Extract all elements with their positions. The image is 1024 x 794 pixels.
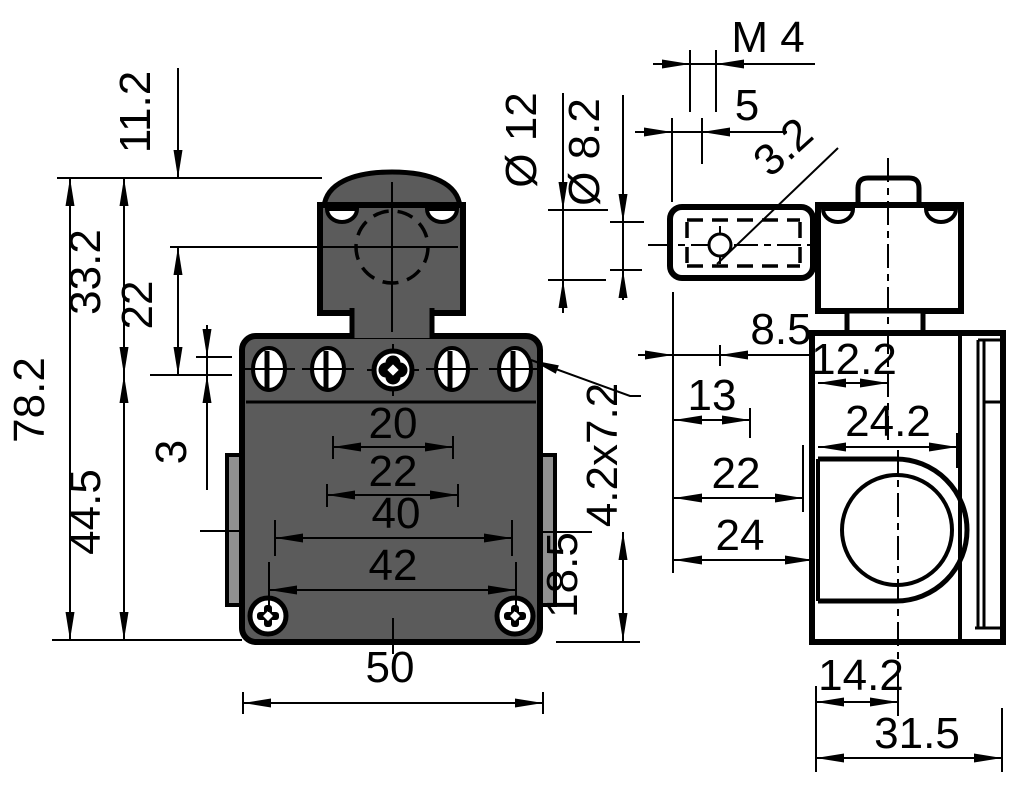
cable-boss	[818, 456, 970, 604]
slot-1	[243, 346, 295, 392]
head-cutout-left	[324, 207, 360, 224]
dim-label-22-vert: 22	[113, 281, 162, 330]
dim-label-12-2: 12.2	[811, 335, 897, 384]
dim-label-8-5: 8.5	[750, 305, 811, 354]
dim-label-40: 40	[372, 489, 421, 538]
dim-label-24: 24	[716, 511, 765, 560]
lever-pivot-hole	[707, 232, 733, 258]
dim-label-24-2: 24.2	[845, 397, 931, 446]
head-cutout-right-side	[923, 207, 959, 224]
dim-label-dia12: Ø 12	[497, 92, 546, 187]
dim-label-33-2: 33.2	[61, 229, 110, 315]
mounting-slots	[243, 346, 541, 392]
slot-3	[426, 346, 478, 392]
dim-label-50: 50	[366, 643, 415, 692]
dim-label-14-2: 14.2	[818, 651, 904, 700]
dim-label-44-5: 44.5	[61, 469, 110, 555]
dim-label-13: 13	[688, 371, 737, 420]
dim-label-18-5: 18.5	[538, 532, 587, 618]
dim-label-m4: M 4	[731, 13, 804, 62]
head-cutout-left-side	[820, 207, 856, 224]
front-view: 11.2 22 33.2 44.5 78.2 3 20 22	[5, 68, 641, 714]
side-view: M 4 5 Ø 12 Ø 8.2 3.2	[497, 13, 1006, 772]
dim-label-78-2: 78.2	[5, 357, 54, 443]
head-cutout-right	[424, 207, 460, 224]
center-screw	[367, 344, 419, 396]
slot-2	[302, 346, 354, 392]
dim-label-22-side: 22	[712, 449, 761, 498]
dim-label-42: 42	[369, 541, 418, 590]
dim-label-5: 5	[735, 81, 759, 130]
dim-label-31-5: 31.5	[874, 709, 960, 758]
front-dimensions: 11.2 22 33.2 44.5 78.2 3 20 22	[5, 68, 641, 714]
dim-label-3: 3	[147, 440, 196, 464]
dim-label-dia8-2: Ø 8.2	[560, 98, 609, 206]
dim-label-11-2: 11.2	[111, 71, 160, 153]
side-dimensions: M 4 5 Ø 12 Ø 8.2 3.2	[497, 13, 1003, 772]
dim-label-slot-size: 4.2x7.2	[578, 383, 627, 527]
dim-label-22-inner: 22	[369, 447, 418, 496]
head-tab	[844, 308, 926, 336]
dim-label-20: 20	[369, 399, 418, 448]
lever-arm	[667, 204, 816, 281]
corner-screw-right	[494, 595, 536, 637]
